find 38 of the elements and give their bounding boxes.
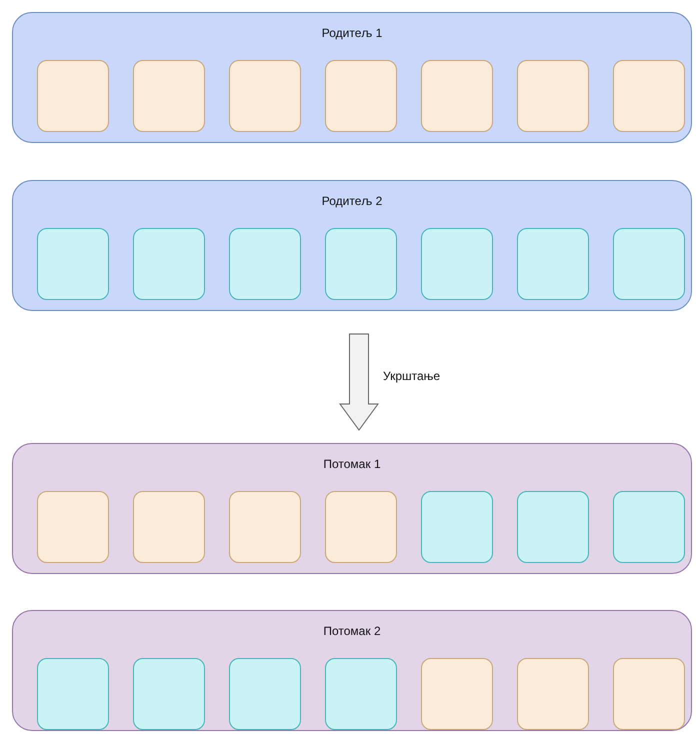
gene-box: [517, 658, 589, 730]
block-arrow: [339, 334, 379, 431]
gene-box: [613, 491, 685, 563]
gene-box: [421, 228, 493, 300]
gene-box: [229, 228, 301, 300]
gene-box: [133, 491, 205, 563]
gene-box: [37, 60, 109, 132]
chromosome-panel: [12, 443, 692, 574]
gene-box: [517, 491, 589, 563]
gene-box: [37, 491, 109, 563]
edge-label: Укрштање: [383, 369, 440, 383]
gene-box: [229, 491, 301, 563]
panel-title: Родитељ 2: [320, 194, 384, 208]
gene-box: [325, 658, 397, 730]
gene-box: [325, 228, 397, 300]
gene-box: [421, 491, 493, 563]
gene-box: [37, 228, 109, 300]
gene-box: [133, 60, 205, 132]
gene-box: [613, 60, 685, 132]
chromosome-panel: [12, 12, 692, 143]
gene-box: [325, 491, 397, 563]
gene-box: [517, 60, 589, 132]
panel-title: Потомак 1: [322, 457, 382, 471]
gene-box: [421, 60, 493, 132]
gene-box: [37, 658, 109, 730]
panel-title: Родитељ 1: [320, 26, 384, 40]
chromosome-panel: [12, 180, 692, 311]
gene-box: [229, 658, 301, 730]
gene-box: [517, 228, 589, 300]
gene-box: [133, 658, 205, 730]
gene-box: [421, 658, 493, 730]
panel-title: Потомак 2: [322, 624, 382, 638]
gene-box: [613, 228, 685, 300]
gene-box: [613, 658, 685, 730]
gene-box: [133, 228, 205, 300]
gene-box: [229, 60, 301, 132]
gene-box: [325, 60, 397, 132]
chromosome-panel: [12, 610, 692, 731]
